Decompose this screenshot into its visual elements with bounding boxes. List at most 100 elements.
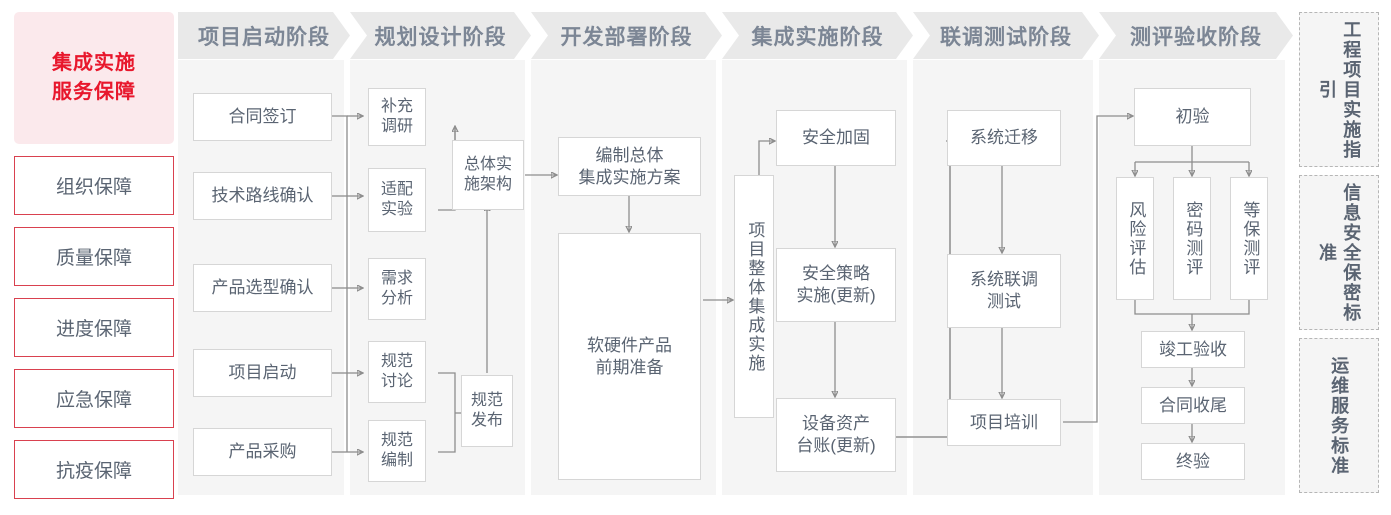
node-label: 产品采购: [228, 442, 297, 462]
rail-item-label: 抗疫保障: [55, 461, 132, 482]
node-label: 密码测评: [1183, 200, 1203, 277]
node-contract-signing[interactable]: 合同签订: [193, 93, 332, 141]
left-rail-title: 集成实施 服务保障: [14, 12, 174, 144]
rail-item-epidemic[interactable]: 抗疫保障: [14, 440, 174, 499]
node-equipment-asset-ledger[interactable]: 设备资产台账(更新): [776, 398, 896, 472]
node-final-acceptance[interactable]: 终验: [1141, 443, 1245, 480]
rail-item-organization[interactable]: 组织保障: [14, 156, 174, 215]
node-label-line2: 测试: [987, 292, 1021, 311]
node-mlps-evaluation[interactable]: 等保测评: [1230, 177, 1268, 300]
rail-item-schedule[interactable]: 进度保障: [14, 298, 174, 357]
node-label-line1: 补充: [380, 97, 413, 115]
node-label-line1: 适配: [380, 180, 413, 198]
node-completion-acceptance[interactable]: 竣工验收: [1141, 331, 1245, 368]
node-label: 技术路线确认: [211, 186, 314, 206]
rail-item-emergency[interactable]: 应急保障: [14, 369, 174, 428]
left-rail-title-line1: 集成实施: [52, 52, 136, 74]
node-adaptation-experiment[interactable]: 适配实验: [368, 168, 426, 232]
node-contract-closeout[interactable]: 合同收尾: [1141, 387, 1245, 424]
node-preliminary-acceptance[interactable]: 初验: [1134, 88, 1251, 146]
node-label-line2: 调研: [380, 118, 413, 135]
node-label-line2: 前期准备: [595, 357, 664, 377]
right-rail-label: 信息安全保密标准: [1317, 182, 1362, 323]
node-product-procurement[interactable]: 产品采购: [193, 428, 332, 476]
node-label-line1: 设备资产: [801, 414, 870, 434]
node-spec-discussion[interactable]: 规范讨论: [368, 341, 426, 403]
left-rail-title-line2: 服务保障: [52, 81, 136, 103]
node-label: 项目培训: [970, 412, 1038, 432]
node-label: 风险评估: [1126, 200, 1146, 277]
node-label-line1: 总体实: [463, 155, 512, 173]
phase-header-label: 联调测试阶段: [940, 25, 1072, 49]
right-rail: 工程项目实施指引 信息安全保密标准 运维服务标准: [1299, 12, 1379, 501]
right-rail-item-ops-service-standard[interactable]: 运维服务标准: [1299, 338, 1379, 493]
node-label: 终验: [1176, 451, 1210, 471]
node-tech-route-confirm[interactable]: 技术路线确认: [193, 172, 332, 220]
node-label-line1: 规范: [380, 431, 413, 449]
node-spec-release[interactable]: 规范发布: [461, 375, 513, 447]
node-label: 项目启动: [228, 363, 297, 383]
node-label-line2: 发布: [470, 412, 503, 429]
node-security-hardening[interactable]: 安全加固: [776, 110, 896, 166]
phase-header-5[interactable]: 联调测试阶段: [913, 12, 1099, 59]
node-label: 项目整体集成实施: [745, 220, 765, 373]
node-label-line2: 编制: [380, 452, 413, 469]
node-label: 产品选型确认: [211, 278, 314, 298]
node-product-selection-confirm[interactable]: 产品选型确认: [193, 264, 332, 312]
node-label-line2: 台账(更新): [796, 436, 876, 455]
node-label-line1: 安全策略: [801, 264, 870, 284]
rail-item-label: 质量保障: [55, 248, 132, 269]
node-label: 安全加固: [802, 128, 870, 148]
node-label-line2: 实施(更新): [796, 286, 876, 305]
rail-item-label: 应急保障: [55, 390, 132, 411]
node-supplementary-research[interactable]: 补充调研: [368, 88, 426, 146]
phase-header-4[interactable]: 集成实施阶段: [722, 12, 913, 59]
node-label: 竣工验收: [1159, 339, 1227, 359]
right-rail-item-engineering-guideline[interactable]: 工程项目实施指引: [1299, 12, 1379, 167]
rail-item-label: 进度保障: [55, 319, 132, 340]
node-label-line1: 软硬件产品: [587, 335, 672, 355]
node-label-line2: 分析: [380, 290, 413, 307]
node-label: 等保测评: [1240, 200, 1260, 277]
node-project-training[interactable]: 项目培训: [947, 399, 1061, 446]
phase-header-label: 开发部署阶段: [560, 25, 693, 49]
node-label-line2: 讨论: [380, 373, 413, 390]
node-overall-implementation-architecture[interactable]: 总体实施架构: [452, 140, 524, 210]
phase-header-3[interactable]: 开发部署阶段: [531, 12, 722, 59]
phase-header-label: 规划设计阶段: [374, 25, 507, 49]
node-label-line2: 实验: [380, 201, 413, 218]
node-label-line2: 施架构: [463, 176, 512, 193]
node-label: 合同收尾: [1159, 395, 1227, 415]
right-rail-label: 运维服务标准: [1329, 355, 1350, 476]
node-system-joint-debug-test[interactable]: 系统联调测试: [947, 254, 1061, 328]
node-label-line1: 规范: [380, 352, 413, 370]
node-label-line1: 规范: [470, 391, 503, 409]
node-project-overall-integration[interactable]: 项目整体集成实施: [734, 175, 774, 418]
node-label: 合同签订: [228, 107, 297, 127]
phase-header-2[interactable]: 规划设计阶段: [350, 12, 531, 59]
node-label-line1: 需求: [380, 269, 413, 287]
node-security-policy-implementation[interactable]: 安全策略实施(更新): [776, 248, 896, 322]
node-draft-overall-integration-plan[interactable]: 编制总体集成实施方案: [558, 137, 701, 196]
node-cryptography-evaluation[interactable]: 密码测评: [1173, 177, 1211, 300]
phase-header-label: 测评验收阶段: [1130, 25, 1262, 49]
phase-header-1[interactable]: 项目启动阶段: [178, 12, 350, 59]
phase-header-6[interactable]: 测评验收阶段: [1099, 12, 1293, 59]
node-label: 初验: [1175, 107, 1210, 127]
node-label-line2: 集成实施方案: [578, 167, 681, 187]
node-hardware-software-preparation[interactable]: 软硬件产品前期准备: [558, 233, 701, 480]
node-project-kickoff[interactable]: 项目启动: [193, 349, 332, 397]
left-rail: 集成实施 服务保障 组织保障 质量保障 进度保障 应急保障 抗疫保障: [14, 12, 174, 499]
phase-header-label: 项目启动阶段: [198, 25, 330, 49]
node-label: 系统迁移: [970, 128, 1038, 148]
node-label-line1: 系统联调: [970, 270, 1038, 290]
node-spec-drafting[interactable]: 规范编制: [368, 420, 426, 482]
right-rail-label: 工程项目实施指引: [1317, 19, 1362, 160]
node-system-migration[interactable]: 系统迁移: [947, 110, 1061, 166]
right-rail-item-infosec-standard[interactable]: 信息安全保密标准: [1299, 175, 1379, 330]
rail-item-quality[interactable]: 质量保障: [14, 227, 174, 286]
phase-header-label: 集成实施阶段: [751, 25, 884, 49]
node-requirements-analysis[interactable]: 需求分析: [368, 258, 426, 320]
node-risk-assessment[interactable]: 风险评估: [1116, 177, 1154, 300]
